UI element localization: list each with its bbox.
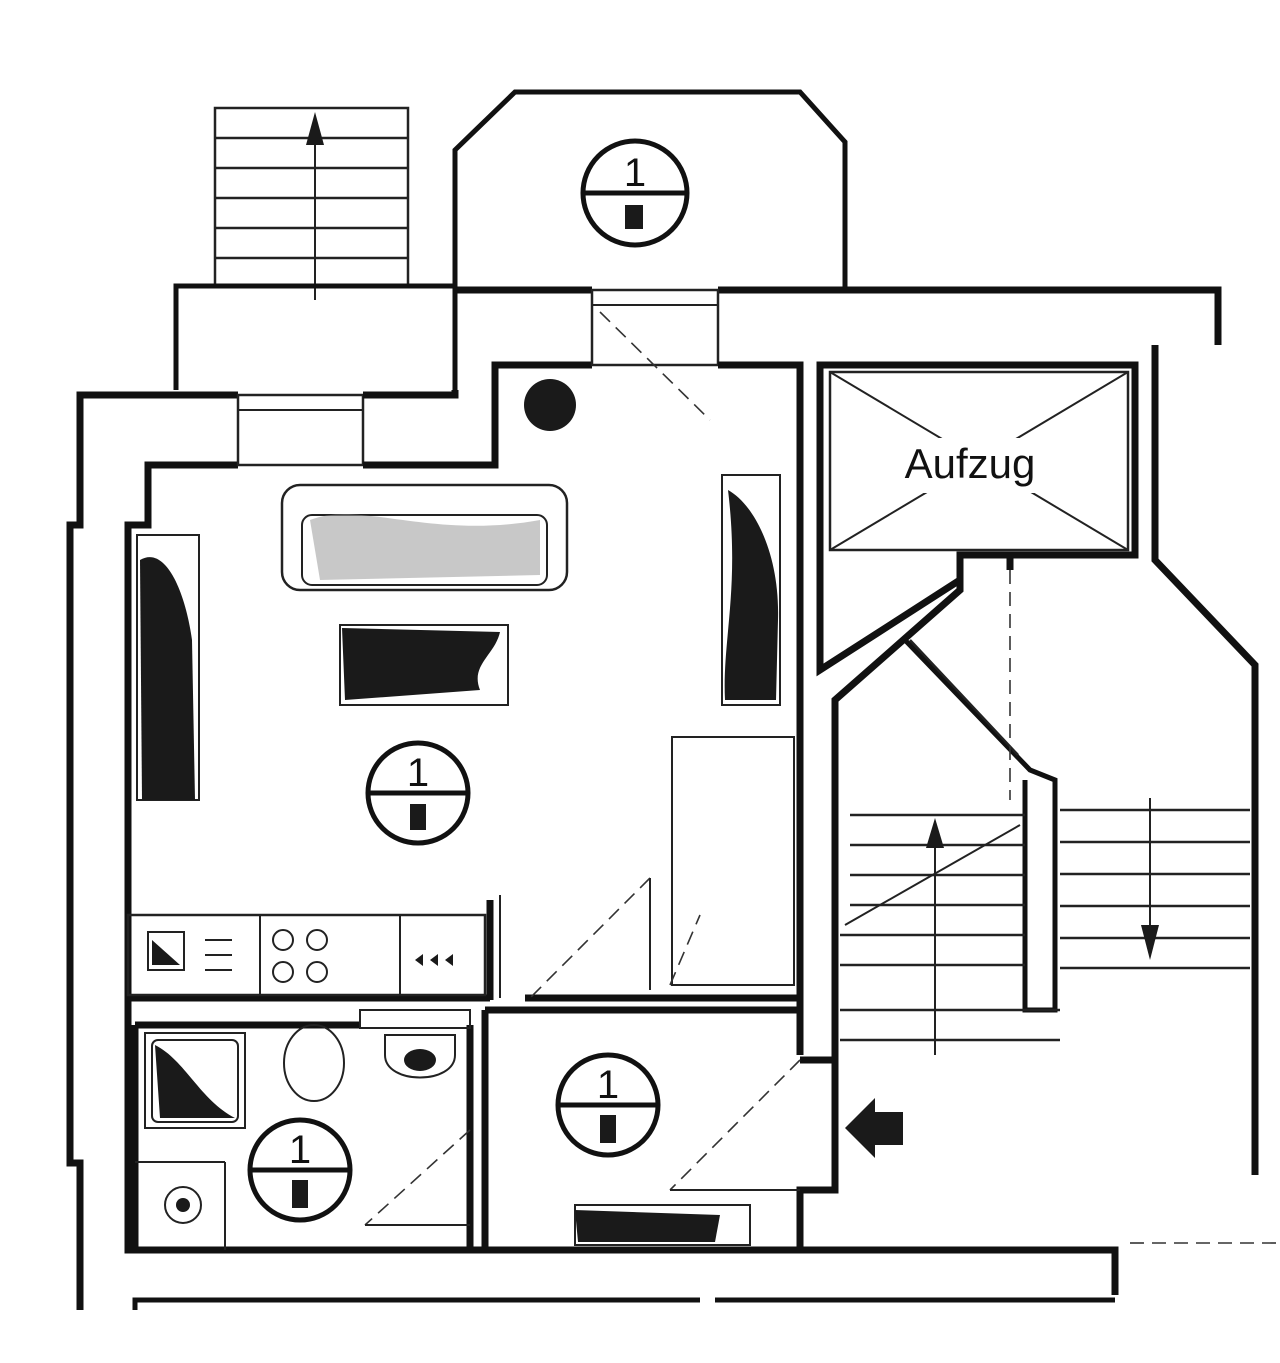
furniture [136, 379, 795, 999]
living-room-walls [128, 288, 804, 1055]
elevator: Aufzug [816, 361, 1139, 677]
room-number-balcony: 1 [624, 151, 646, 195]
stair-arrow-up-icon [306, 112, 324, 145]
balcony: 1 [452, 89, 848, 290]
exterior-walls [66, 286, 1222, 1310]
room-number-living: 1 [407, 751, 429, 795]
bathroom: 1 [131, 1009, 474, 1250]
terrace [173, 283, 458, 390]
stairwell [831, 345, 1280, 1244]
kitchen-counter [126, 913, 487, 997]
room-number-bath: 1 [289, 1128, 311, 1172]
room-marker-balcony [580, 138, 690, 248]
outer-stair [213, 106, 410, 300]
hallway: 1 [481, 1006, 903, 1250]
stair-arrow-down-icon [1141, 925, 1159, 960]
room-number-hall: 1 [597, 1063, 619, 1107]
entrance-arrow-icon [845, 1098, 903, 1158]
stair-arrow-up-icon [926, 818, 944, 848]
room-marker-living: 1 [365, 740, 471, 846]
elevator-label: Aufzug [905, 440, 1036, 487]
